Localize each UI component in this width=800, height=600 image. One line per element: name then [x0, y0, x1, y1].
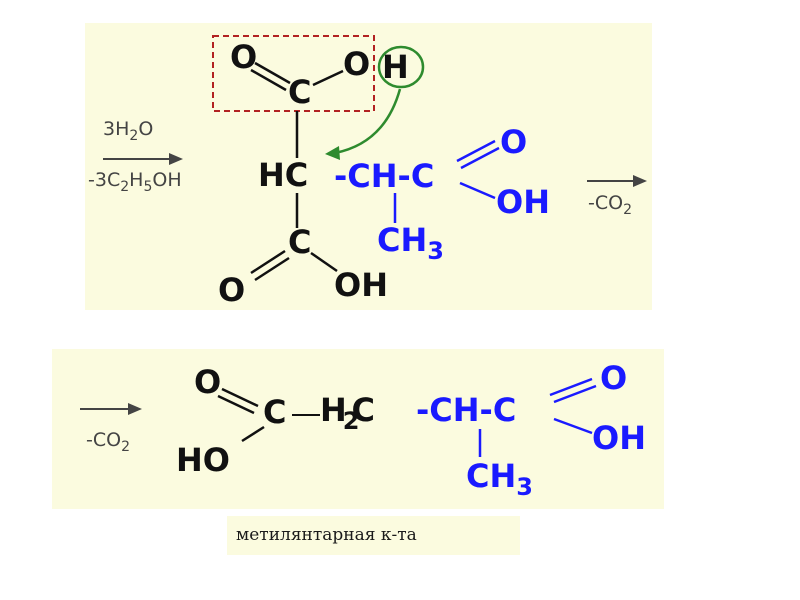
decarboxylation-arrow-top: [587, 175, 647, 187]
bond-double-blue-b: [460, 146, 500, 170]
bond-double-blue-b: [553, 384, 597, 404]
panel-background: [85, 23, 652, 310]
reaction-panel-bottom: -CO2 O C HO H2C -CH-C O OH CH3: [52, 349, 664, 509]
carboxyl-highlight-box: [212, 35, 375, 112]
bond-double-blue-a: [456, 139, 496, 163]
hydrogen-transfer-arrow: [334, 88, 402, 155]
atom-ho: HO: [176, 441, 230, 479]
bond-double-co-a: [254, 61, 291, 85]
decarboxylation-arrow-bottom: [80, 403, 142, 415]
atom-c-bottom: C: [288, 223, 311, 261]
bond-double-blue-a: [549, 377, 593, 397]
atom-o-bottom: O: [218, 271, 245, 309]
atom-oh-blue: OH: [592, 419, 646, 457]
reaction-arrow: [103, 153, 183, 165]
bond-c-oh-bottom: [310, 251, 338, 273]
atom-c-top: C: [288, 73, 311, 111]
top-diagram: 3H2O -3C2H5OH O C O H HC C O OH -C: [85, 23, 652, 310]
atom-o-blue: O: [500, 123, 527, 161]
caption-box: метилянтарная к-та: [227, 516, 520, 555]
bond-c-ho: [241, 425, 265, 443]
atom-o-hydroxyl: O: [343, 45, 370, 83]
group-ch3: CH3: [377, 221, 444, 265]
atom-o-blue: O: [600, 359, 627, 397]
label-minus-co2-top: -CO2: [588, 192, 632, 218]
chain-ch-c: -CH-C: [416, 391, 516, 429]
bond-c-oh: [312, 69, 344, 87]
group-ch3: CH3: [466, 457, 533, 501]
reaction-panel-top: 3H2O -3C2H5OH O C O H HC C O OH -C: [85, 23, 652, 310]
bond-double-co-a: [221, 387, 259, 408]
caption-text: метилянтарная к-та: [236, 525, 417, 545]
atom-hc-center: HC: [258, 156, 308, 194]
atom-o-top: O: [194, 363, 221, 401]
panel-background: [52, 349, 664, 509]
atom-oh-bottom: OH: [334, 266, 388, 304]
hydrogen-highlight-circle: [377, 45, 425, 89]
atom-oh-blue: OH: [496, 183, 550, 221]
atom-c: C: [263, 393, 286, 431]
reagent-ethanol: -3C2H5OH: [88, 169, 182, 195]
chain-ch-c: -CH-C: [334, 157, 434, 195]
label-minus-co2-bottom: -CO2: [86, 429, 130, 455]
bond-c-oh-blue: [459, 181, 496, 200]
bottom-diagram: -CO2 O C HO H2C -CH-C O OH CH3: [52, 349, 664, 509]
bond-double-co2-b: [254, 256, 290, 282]
atom-h-hydroxyl: H: [382, 48, 409, 86]
hydrogen-transfer-arrowhead: [325, 146, 340, 160]
bond-c-oh-blue: [553, 417, 593, 435]
bond-double-co-b: [250, 68, 287, 92]
bond-double-co-b: [217, 394, 255, 415]
bond-double-co2-a: [250, 249, 286, 275]
reagent-water: 3H2O: [103, 118, 153, 144]
group-h2c: H2C: [320, 391, 375, 435]
